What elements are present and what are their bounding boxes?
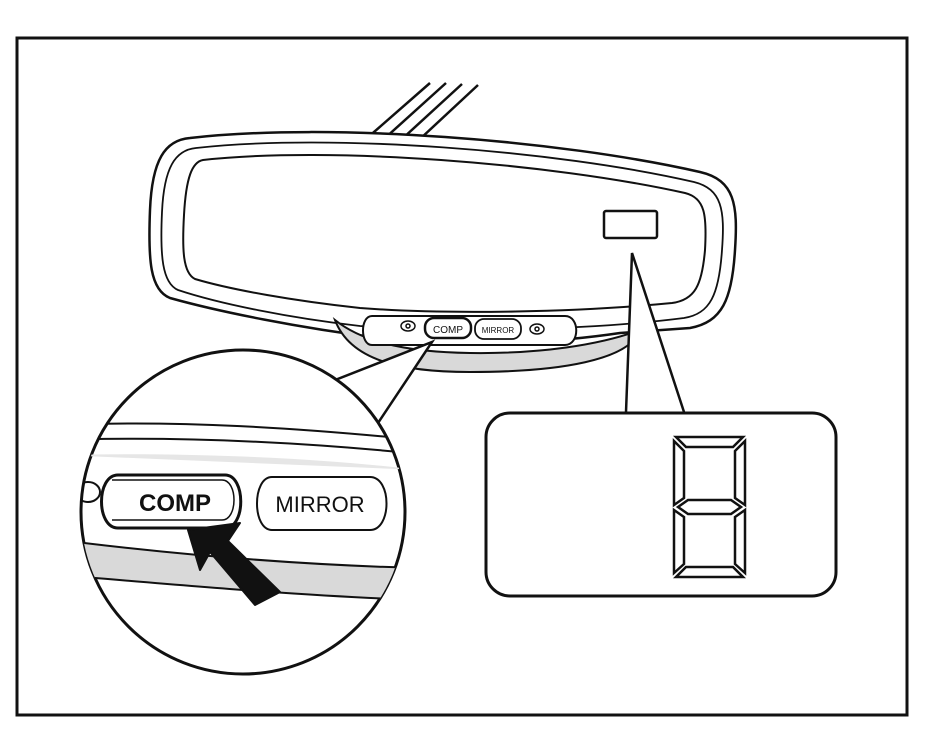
press-arrow-icon — [187, 522, 281, 606]
seven-segment-digit — [672, 435, 747, 579]
comp-button-magnified-label: COMP — [139, 490, 211, 517]
mirror-button-small-label: MIRROR — [482, 326, 515, 335]
comp-button-magnified[interactable]: COMP — [100, 473, 243, 530]
mirror-mount-stem — [365, 82, 479, 140]
segment-d — [672, 565, 747, 579]
segment-b — [733, 437, 747, 508]
segment-a — [672, 435, 747, 449]
compass-display-window — [602, 209, 659, 240]
comp-button-small[interactable]: COMP — [423, 316, 473, 340]
mirror-glass — [182, 154, 707, 313]
magnified-sensor-icon — [81, 481, 101, 503]
mirror-button-magnified-label: MIRROR — [275, 492, 364, 517]
segment-e — [672, 507, 686, 576]
mirror-housing-rim — [160, 141, 724, 331]
segment-g — [675, 498, 744, 516]
light-sensor-right-icon — [529, 323, 545, 335]
compass-display-enlarged — [484, 411, 838, 598]
segment-c — [733, 507, 747, 576]
light-sensor-left-icon — [400, 320, 416, 332]
display-callout-pointer — [624, 252, 686, 413]
segment-f — [672, 437, 686, 508]
mirror-button-small[interactable]: MIRROR — [474, 318, 522, 340]
comp-button-small-label: COMP — [433, 325, 463, 336]
mirror-button-magnified[interactable]: MIRROR — [256, 476, 388, 531]
